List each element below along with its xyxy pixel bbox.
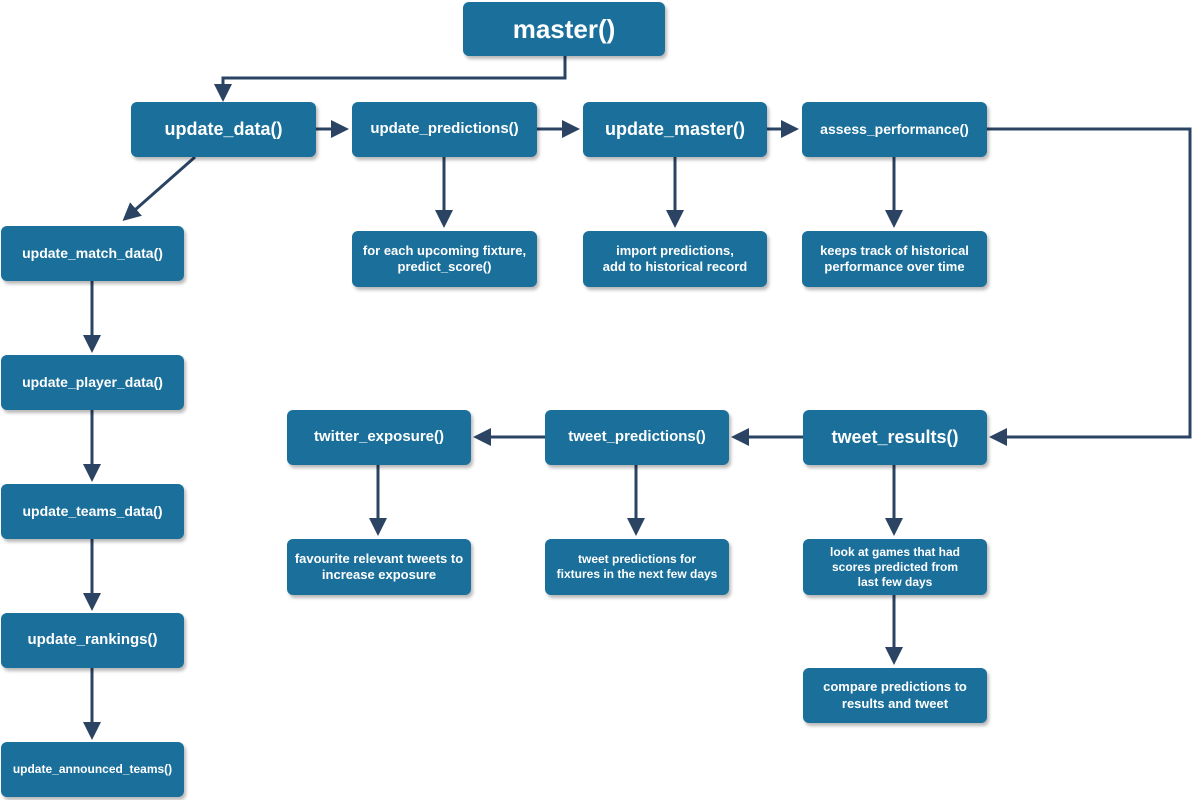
arrow-assess-performance-to-tweet-results	[987, 127, 1192, 446]
node-master-description: import predictions, add to historical re…	[583, 231, 767, 287]
description-line: predict_score()	[397, 259, 492, 274]
node-update-master[interactable]: update_master()	[583, 102, 767, 157]
description-line: favourite relevant tweets to	[294, 550, 464, 566]
node-update-teams-data[interactable]: update_teams_data()	[1, 484, 184, 539]
description-line: last few days	[857, 574, 933, 589]
description-line: import predictions,	[616, 242, 734, 258]
node-tweet-predictions[interactable]: tweet_predictions()	[545, 410, 729, 465]
description-line: results and tweet	[841, 695, 949, 711]
description-line: scores predicted from	[831, 559, 959, 574]
node-update-rankings[interactable]: update_rankings()	[1, 613, 184, 668]
node-update-data[interactable]: update_data()	[131, 102, 316, 157]
description-line: for each upcoming fixture,	[362, 242, 527, 258]
node-tweet-results-description: look at games that had scores predicted …	[803, 539, 987, 595]
node-performance-description: keeps track of historical performance ov…	[802, 231, 987, 287]
node-master[interactable]: master()	[463, 2, 665, 56]
arrow-master-to-update-data	[214, 56, 567, 102]
node-update-announced-teams[interactable]: update_announced_teams()	[1, 742, 184, 797]
node-predictions-description: for each upcoming fixture, predict_score…	[352, 231, 537, 287]
description-line: performance over time	[824, 259, 965, 274]
description-line: look at games that had	[829, 544, 961, 559]
description-line: keeps track of historical	[820, 242, 969, 258]
description-line: tweet predictions for	[577, 552, 696, 566]
node-twitter-exposure[interactable]: twitter_exposure()	[287, 410, 471, 465]
node-update-predictions[interactable]: update_predictions()	[352, 102, 537, 157]
node-compare-description: compare predictions to results and tweet	[803, 668, 987, 723]
arrow-update-data-to-update-match-data	[122, 155, 196, 221]
description-line: fixtures in the next few days	[556, 567, 718, 581]
node-tweet-predictions-description: tweet predictions for fixtures in the ne…	[545, 539, 729, 595]
description-line: increase exposure	[321, 567, 437, 582]
description-line: add to historical record	[602, 259, 748, 274]
node-update-match-data[interactable]: update_match_data()	[1, 226, 184, 281]
node-update-player-data[interactable]: update_player_data()	[1, 355, 184, 410]
node-assess-performance[interactable]: assess_performance()	[802, 102, 987, 157]
node-tweet-results[interactable]: tweet_results()	[803, 410, 987, 465]
description-line: compare predictions to	[823, 679, 967, 695]
node-exposure-description: favourite relevant tweets to increase ex…	[287, 539, 471, 595]
